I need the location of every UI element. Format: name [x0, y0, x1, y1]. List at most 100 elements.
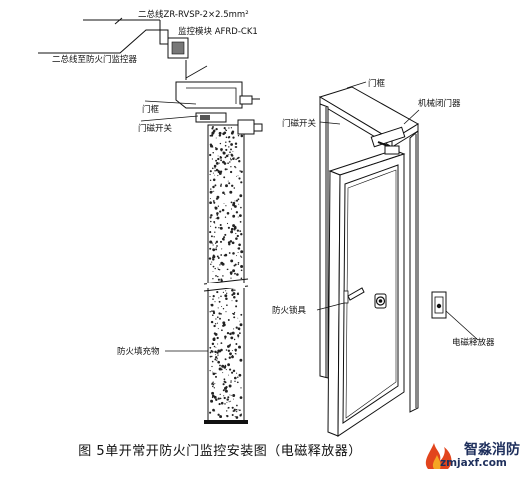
filler-speck — [237, 409, 239, 411]
filler-speck — [231, 184, 234, 187]
filler-speck — [229, 151, 231, 154]
filler-speck — [212, 256, 214, 259]
filler-speck — [236, 157, 239, 160]
filler-speck — [226, 292, 228, 294]
filler-speck — [214, 267, 216, 270]
filler-speck — [238, 373, 242, 377]
filler-speck — [220, 342, 223, 345]
filler-speck — [212, 258, 215, 261]
filler-speck — [229, 394, 231, 396]
filler-speck — [231, 354, 234, 357]
filler-speck — [217, 205, 220, 207]
label-fire-filler: 防火填充物 — [117, 346, 160, 357]
filler-speck — [212, 152, 214, 154]
filler-speck — [232, 224, 236, 228]
filler-speck — [212, 185, 215, 189]
filler-speck — [227, 162, 229, 165]
filler-speck — [217, 275, 219, 278]
filler-speck — [230, 394, 232, 396]
left-frame-assembly — [175, 70, 263, 135]
filler-speck — [212, 294, 215, 298]
filler-speck — [239, 409, 241, 412]
filler-speck — [225, 154, 229, 158]
watermark-name: 智淼消防 — [464, 442, 520, 458]
filler-speck — [232, 201, 236, 205]
filler-speck — [222, 372, 224, 374]
filler-speck — [234, 165, 236, 168]
filler-speck — [212, 385, 214, 388]
filler-speck — [211, 310, 213, 312]
filler-speck — [209, 153, 212, 157]
filler-speck — [224, 254, 226, 257]
filler-speck — [230, 277, 232, 279]
filler-speck — [235, 305, 238, 308]
filler-speck — [225, 369, 227, 371]
filler-speck — [212, 383, 215, 386]
filler-speck — [212, 372, 216, 376]
filler-speck — [209, 346, 212, 349]
filler-speck — [233, 187, 236, 189]
label-magnetic-switch-right: 门磁开关 — [282, 118, 317, 129]
filler-speck — [211, 342, 215, 346]
filler-speck — [215, 354, 216, 356]
filler-speck — [223, 127, 226, 130]
filler-speck — [219, 226, 223, 230]
filler-speck — [217, 268, 220, 271]
filler-speck — [230, 227, 234, 231]
filler-speck — [210, 134, 214, 137]
filler-speck — [220, 183, 222, 185]
filler-speck — [219, 397, 222, 400]
filler-speck — [236, 372, 238, 374]
filler-speck — [235, 167, 237, 169]
filler-speck — [239, 194, 243, 198]
filler-speck — [225, 290, 227, 292]
filler-speck — [240, 265, 244, 268]
filler-speck — [217, 343, 219, 345]
filler-speck — [209, 173, 211, 176]
filler-speck — [239, 170, 241, 172]
filler-speck — [212, 271, 214, 272]
filler-speck — [232, 394, 236, 397]
filler-speck — [224, 358, 227, 360]
filler-speck — [217, 170, 221, 174]
filler-speck — [240, 181, 243, 184]
filler-speck — [219, 156, 223, 159]
filler-speck — [209, 231, 212, 234]
filler-speck — [214, 231, 216, 233]
filler-speck — [224, 389, 228, 393]
filler-speck — [219, 240, 223, 243]
filler-speck — [216, 360, 218, 362]
filler-speck — [240, 255, 242, 257]
filler-speck — [230, 208, 233, 210]
filler-speck — [217, 278, 220, 281]
filler-speck — [223, 236, 226, 239]
labels: 二总线ZR-RVSP-2×2.5mm² 监控模块 AFRD-CK1 二总线至防火… — [52, 9, 495, 357]
filler-speck — [223, 395, 225, 397]
filler-speck — [228, 146, 230, 148]
filler-speck — [219, 317, 221, 320]
filler-speck — [220, 279, 223, 282]
filler-speck — [213, 395, 217, 399]
filler-speck — [224, 364, 227, 367]
filler-speck — [227, 349, 231, 352]
filler-speck — [237, 262, 240, 264]
filler-speck — [240, 277, 243, 280]
filler-speck — [236, 175, 238, 177]
filler-speck — [230, 166, 232, 168]
filler-speck — [215, 372, 217, 375]
filler-speck — [224, 129, 226, 131]
filler-speck — [215, 346, 217, 348]
filler-speck — [229, 332, 232, 336]
filler-speck — [210, 320, 214, 324]
label-door-frame-left: 门框 — [142, 104, 160, 115]
filler-speck — [235, 343, 238, 345]
filler-speck — [240, 269, 243, 272]
filler-speck — [222, 151, 224, 153]
filler-speck — [215, 398, 218, 401]
filler-speck — [210, 399, 212, 402]
filler-speck — [236, 411, 238, 413]
filler-speck — [240, 313, 243, 316]
filler-speck — [219, 170, 223, 173]
fire-filler-texture — [208, 126, 244, 419]
